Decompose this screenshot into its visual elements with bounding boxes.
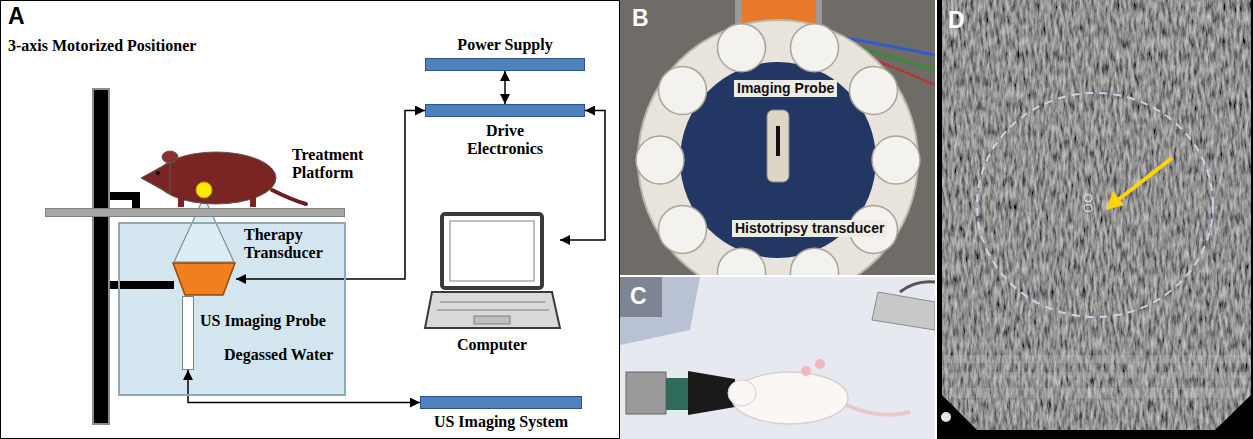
part-label: Imaging Probe: [734, 80, 837, 97]
target-outline: [977, 93, 1213, 317]
rat-figure: [141, 151, 306, 207]
panel-ground: [0, 0, 620, 439]
connector-arrow: [560, 111, 605, 241]
bubble-mark: [1084, 195, 1092, 202]
positioner-column: 3-axis Motorized Positioner: [92, 88, 110, 425]
image-panel: D: [937, 0, 1253, 439]
power-supply-bar: Power Supply: [425, 58, 585, 71]
water-tank: Degassed WaterTherapy TransducerUS Imagi…: [118, 222, 346, 396]
drive-electronics-bar: Drive Electronics: [425, 104, 585, 117]
ultrasound-ground: [937, 0, 1253, 439]
node-label: B: [632, 6, 649, 31]
panel-gap: [935, 0, 937, 439]
node-label: US Imaging Probe: [200, 312, 326, 330]
positioner-arm: [132, 192, 140, 209]
ultrasound-image: [937, 0, 1253, 439]
node-label: Computer: [417, 336, 567, 354]
connector-arrow: [188, 370, 420, 403]
node-label: D: [948, 8, 965, 33]
part-label: Histotripsy transducer: [732, 220, 887, 237]
panel-gap: [620, 275, 935, 277]
connector-arrow: [236, 111, 425, 280]
therapy-transducer: Therapy Transducer: [172, 262, 236, 296]
water-fill: [118, 222, 346, 396]
node-label: Degassed Water: [224, 346, 333, 364]
transducer-shape: [172, 262, 236, 296]
node-label: C: [630, 284, 647, 309]
node-label: A: [8, 4, 25, 29]
transducer-photo: [620, 0, 935, 275]
ultrasound-cone: [174, 197, 234, 262]
node-label: Power Supply: [425, 36, 585, 54]
photo-panel: B Imaging ProbeHistotripsy transducer: [620, 0, 935, 275]
connector-arrow: [504, 71, 506, 104]
node-label: 3-axis Motorized Positioner: [8, 37, 196, 55]
computer-icon: Computer: [425, 212, 560, 330]
rat-photo: [620, 277, 935, 439]
imaging-probe: US Imaging Probe: [182, 296, 194, 370]
laptop-icon: [425, 214, 560, 328]
treatment-platform: Treatment Platform: [45, 208, 345, 217]
imaging-system-bar: US Imaging System: [420, 396, 582, 409]
marker-dot: [941, 412, 951, 422]
node-label: Therapy Transducer: [244, 226, 344, 263]
pointer-arrow: [1106, 158, 1172, 210]
bubble-mark: [1084, 205, 1092, 212]
photo-panel: C: [620, 277, 935, 439]
node-label: Treatment Platform: [292, 146, 388, 183]
node-label: US Imaging System: [401, 413, 601, 431]
panel: A3-axis Motorized PositionerTreatment Pl…: [0, 0, 620, 439]
node-label: Drive Electronics: [450, 122, 560, 159]
